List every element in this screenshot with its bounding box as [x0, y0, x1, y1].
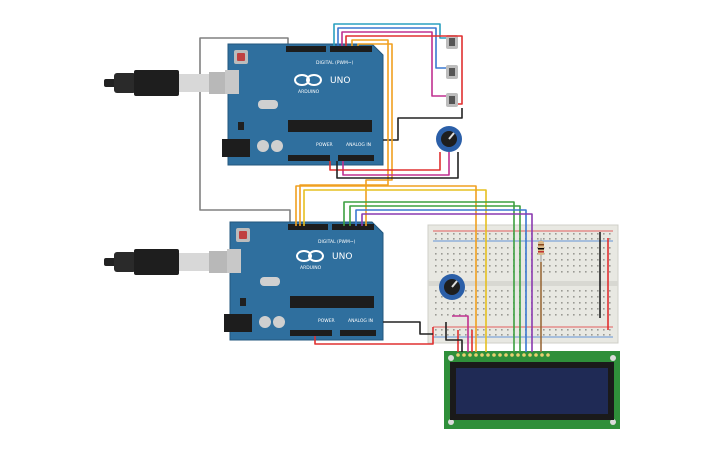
usb-cable-bottom[interactable]	[104, 249, 235, 275]
pushbutton-1[interactable]	[446, 35, 458, 49]
wire-orange-link-1[interactable]	[299, 39, 389, 226]
wire-pot-black[interactable]	[336, 152, 459, 179]
digital-label-bottom: DIGITAL (PWM~)	[318, 239, 356, 245]
pushbutton-2[interactable]	[446, 65, 458, 79]
wire-lcd-yellow[interactable]	[303, 189, 487, 352]
wire-button1-cyan[interactable]	[333, 23, 446, 46]
wire-button2-magenta[interactable]	[341, 31, 446, 97]
wire-gnd-black[interactable]	[383, 108, 463, 141]
arduino-uno-top[interactable]: DIGITAL (PWM~) UNO ARDUINO POWER ANALOG …	[222, 43, 384, 166]
power-jack-bottom	[224, 314, 252, 332]
power-label-bottom: POWER	[318, 318, 335, 324]
atmega-chip-bottom	[290, 296, 374, 308]
pushbutton-3[interactable]	[446, 93, 458, 107]
wire-lcd-blue[interactable]	[355, 209, 527, 352]
reset-button-bottom[interactable]	[239, 231, 247, 239]
lcd-screen	[456, 368, 608, 414]
power-jack-top	[222, 139, 250, 157]
maker-label-bottom: ARDUINO	[300, 265, 322, 271]
brand-label-bottom: UNO	[332, 252, 352, 262]
maker-label-top: ARDUINO	[298, 89, 320, 95]
wire-button1-blue[interactable]	[337, 27, 446, 69]
digital-label-top: DIGITAL (PWM~)	[316, 60, 354, 66]
wire-gnd-black-bottom[interactable]	[383, 321, 433, 335]
atmega-chip-top	[288, 120, 372, 132]
analog-label-top: ANALOG IN	[346, 142, 371, 148]
wire-lcd-green[interactable]	[343, 201, 515, 352]
arduino-uno-bottom[interactable]: DIGITAL (PWM~) UNO ARDUINO POWER ANALOG …	[224, 221, 384, 341]
potentiometer-top[interactable]	[436, 126, 462, 152]
analog-label-bottom: ANALOG IN	[348, 318, 373, 324]
usb-cable-top[interactable]	[104, 70, 235, 96]
potentiometer-breadboard[interactable]	[439, 274, 465, 300]
serial-wire[interactable]	[199, 37, 291, 228]
wire-lcd-magenta[interactable]	[452, 315, 469, 352]
wire-orange-link-2[interactable]	[357, 43, 393, 226]
wire-lcd-green-2[interactable]	[349, 205, 521, 352]
wire-lcd-purple[interactable]	[361, 213, 533, 352]
power-label-top: POWER	[316, 142, 333, 148]
wire-pot-red[interactable]	[329, 152, 441, 171]
brand-label-top: UNO	[330, 76, 350, 86]
resistor[interactable]	[538, 238, 544, 262]
wire-power-red[interactable]	[314, 327, 434, 345]
wire-pot-magenta[interactable]	[342, 152, 450, 176]
lcd-pins	[456, 353, 550, 357]
wire-lcd-orange[interactable]	[295, 185, 477, 352]
wire-button-red[interactable]	[345, 35, 463, 105]
wire-lcd-black-1[interactable]	[445, 322, 463, 352]
reset-button-top[interactable]	[237, 53, 245, 61]
lcd-16x2[interactable]	[444, 351, 620, 429]
